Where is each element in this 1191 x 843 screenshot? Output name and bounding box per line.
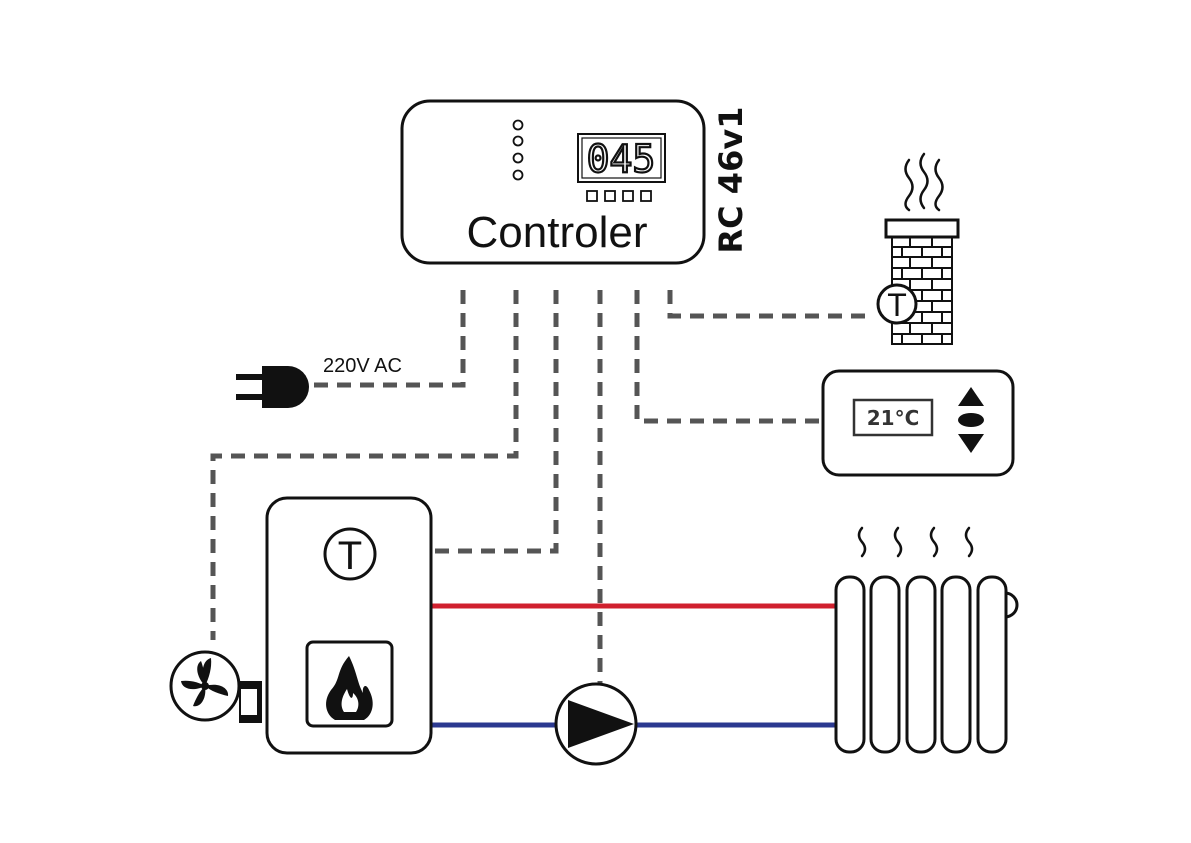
controller-button[interactable] <box>586 190 598 202</box>
boiler-sensor-symbol: T <box>338 534 362 578</box>
radiator-fin <box>834 575 866 754</box>
plug-pin <box>236 374 264 380</box>
controller-display-value: 045 <box>587 137 656 181</box>
pump-arrow-icon <box>568 700 634 748</box>
radiator <box>834 526 1019 754</box>
heat-waves-icon <box>857 526 974 558</box>
flame-icon <box>326 656 373 720</box>
thermostat-knob-icon <box>958 413 984 427</box>
radiator-fin <box>940 575 972 754</box>
radiator-fins <box>834 575 1008 754</box>
chimney-cap <box>884 218 960 239</box>
boiler: T <box>265 496 433 755</box>
controller-leds <box>512 119 524 181</box>
wire-room-thermostat <box>634 290 822 424</box>
controller-button[interactable] <box>622 190 634 202</box>
led-indicator <box>512 152 524 164</box>
blower-fan <box>169 650 262 723</box>
wire-fan <box>210 290 519 640</box>
led-indicator <box>512 169 524 181</box>
chimney-temperature-sensor <box>876 283 918 325</box>
fan-blades-icon <box>181 658 229 707</box>
controller-button[interactable] <box>640 190 652 202</box>
controller-unit: 045 Controler RC 46v1 <box>400 99 750 265</box>
led-indicator <box>512 119 524 131</box>
room-thermostat-display <box>852 398 934 437</box>
smoke-icon <box>904 152 944 212</box>
wire-power <box>310 290 466 388</box>
controller-button[interactable] <box>604 190 616 202</box>
controller-display <box>577 133 666 183</box>
signal-wires <box>210 290 872 686</box>
power-plug: 220V AC <box>236 355 402 408</box>
chimney-sensor-symbol: T <box>887 287 907 323</box>
chimney: T <box>876 152 960 345</box>
wire-chimney-sensor <box>667 290 872 319</box>
power-label: 220V AC <box>323 355 402 377</box>
arrow-down-icon[interactable] <box>958 434 984 453</box>
plug-icon <box>262 366 309 408</box>
led-indicator <box>512 135 524 147</box>
circulation-pump <box>554 682 638 766</box>
room-thermostat: 21°C <box>821 369 1015 477</box>
boiler-temperature-sensor <box>323 527 377 581</box>
controller-label: Controler <box>467 208 648 257</box>
wire-boiler-sensor <box>381 290 559 554</box>
plug-pin <box>236 394 264 400</box>
controller-buttons <box>586 190 652 202</box>
controller-model-label: RC 46v1 <box>712 107 750 254</box>
arrow-up-icon[interactable] <box>958 387 984 406</box>
room-temperature: 21°C <box>867 406 920 430</box>
radiator-fin <box>976 575 1008 754</box>
radiator-fin <box>869 575 901 754</box>
radiator-fin <box>905 575 937 754</box>
